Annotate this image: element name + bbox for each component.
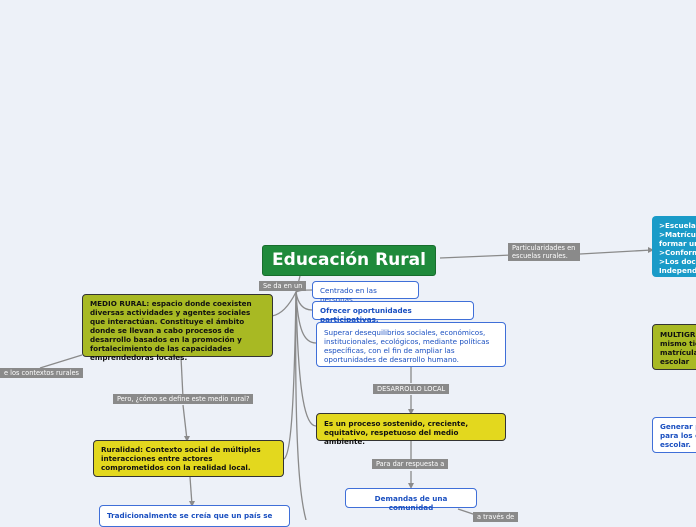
multigrado-line-3: matrícula (660, 348, 696, 357)
node-superar-text: Superar desequilibrios sociales, económi… (324, 328, 490, 364)
node-superar[interactable]: Superar desequilibrios sociales, económi… (316, 322, 506, 367)
multigrado-line-2: mismo tie (660, 339, 696, 348)
node-demandas[interactable]: Demandas de una comunidad (345, 488, 477, 512)
node-medio-rural-text: MEDIO RURAL: espacio donde coexisten div… (90, 299, 252, 362)
central-topic-title: Educación Rural (272, 250, 426, 270)
label-desarrollo-local[interactable]: DESARROLLO LOCAL (373, 384, 450, 394)
node-medio-rural[interactable]: MEDIO RURAL: espacio donde coexisten div… (82, 294, 273, 362)
generar-line-3: escolar. (660, 440, 691, 449)
escuelas-line-3: formar ur (659, 239, 696, 248)
label-pero-como[interactable]: Pero, ¿cómo se define este medio rural? (113, 394, 254, 404)
escuelas-line-2: >Matrícu (659, 230, 696, 239)
label-particularidades[interactable]: Particularidades en escuelas rurales. (508, 243, 580, 261)
node-escuelas-list[interactable]: >Escuela >Matrícu formar ur >Conform >Lo… (652, 216, 696, 277)
escuelas-line-1: >Escuela (659, 221, 696, 230)
label-a-traves-de[interactable]: a través de (473, 512, 519, 522)
label-para-dar-respuesta[interactable]: Para dar respuesta a (372, 459, 449, 469)
escuelas-line-6: Independ (659, 266, 696, 275)
central-topic[interactable]: Educación Rural (262, 245, 436, 276)
node-centrado[interactable]: Centrado en las personas. (312, 281, 419, 304)
node-centrado-text: Centrado en las personas. (320, 286, 377, 304)
generar-line-2: para los c (660, 431, 696, 440)
node-ruralidad[interactable]: Ruralidad: Contexto social de múltiples … (93, 440, 284, 477)
label-contextos-rurales[interactable]: e los contextos rurales (0, 368, 83, 378)
generar-line-1: Generar p (660, 422, 696, 431)
node-ofrecer[interactable]: Ofrecer oportunidades participativas. (312, 301, 474, 324)
node-ofrecer-text: Ofrecer oportunidades participativas. (320, 306, 412, 324)
label-se-da-en-un[interactable]: Se da en un (259, 281, 307, 291)
multigrado-line-4: escolar (660, 357, 690, 366)
escuelas-line-4: >Conform (659, 248, 696, 257)
node-generar[interactable]: Generar p para los c escolar. (652, 417, 696, 453)
multigrado-line-1: MULTIGR (660, 330, 696, 339)
node-proceso[interactable]: Es un proceso sostenido, creciente, equi… (316, 413, 506, 446)
node-ruralidad-text: Ruralidad: Contexto social de múltiples … (101, 445, 261, 472)
node-tradicionalmente-text: Tradicionalmente se creía que un país se (107, 511, 273, 520)
node-tradicionalmente[interactable]: Tradicionalmente se creía que un país se (99, 505, 290, 527)
escuelas-line-5: >Los doc (659, 257, 696, 266)
node-proceso-text: Es un proceso sostenido, creciente, equi… (324, 419, 469, 446)
node-multigrado[interactable]: MULTIGR mismo tie matrícula escolar (652, 324, 696, 370)
node-demandas-text: Demandas de una comunidad (374, 494, 448, 512)
